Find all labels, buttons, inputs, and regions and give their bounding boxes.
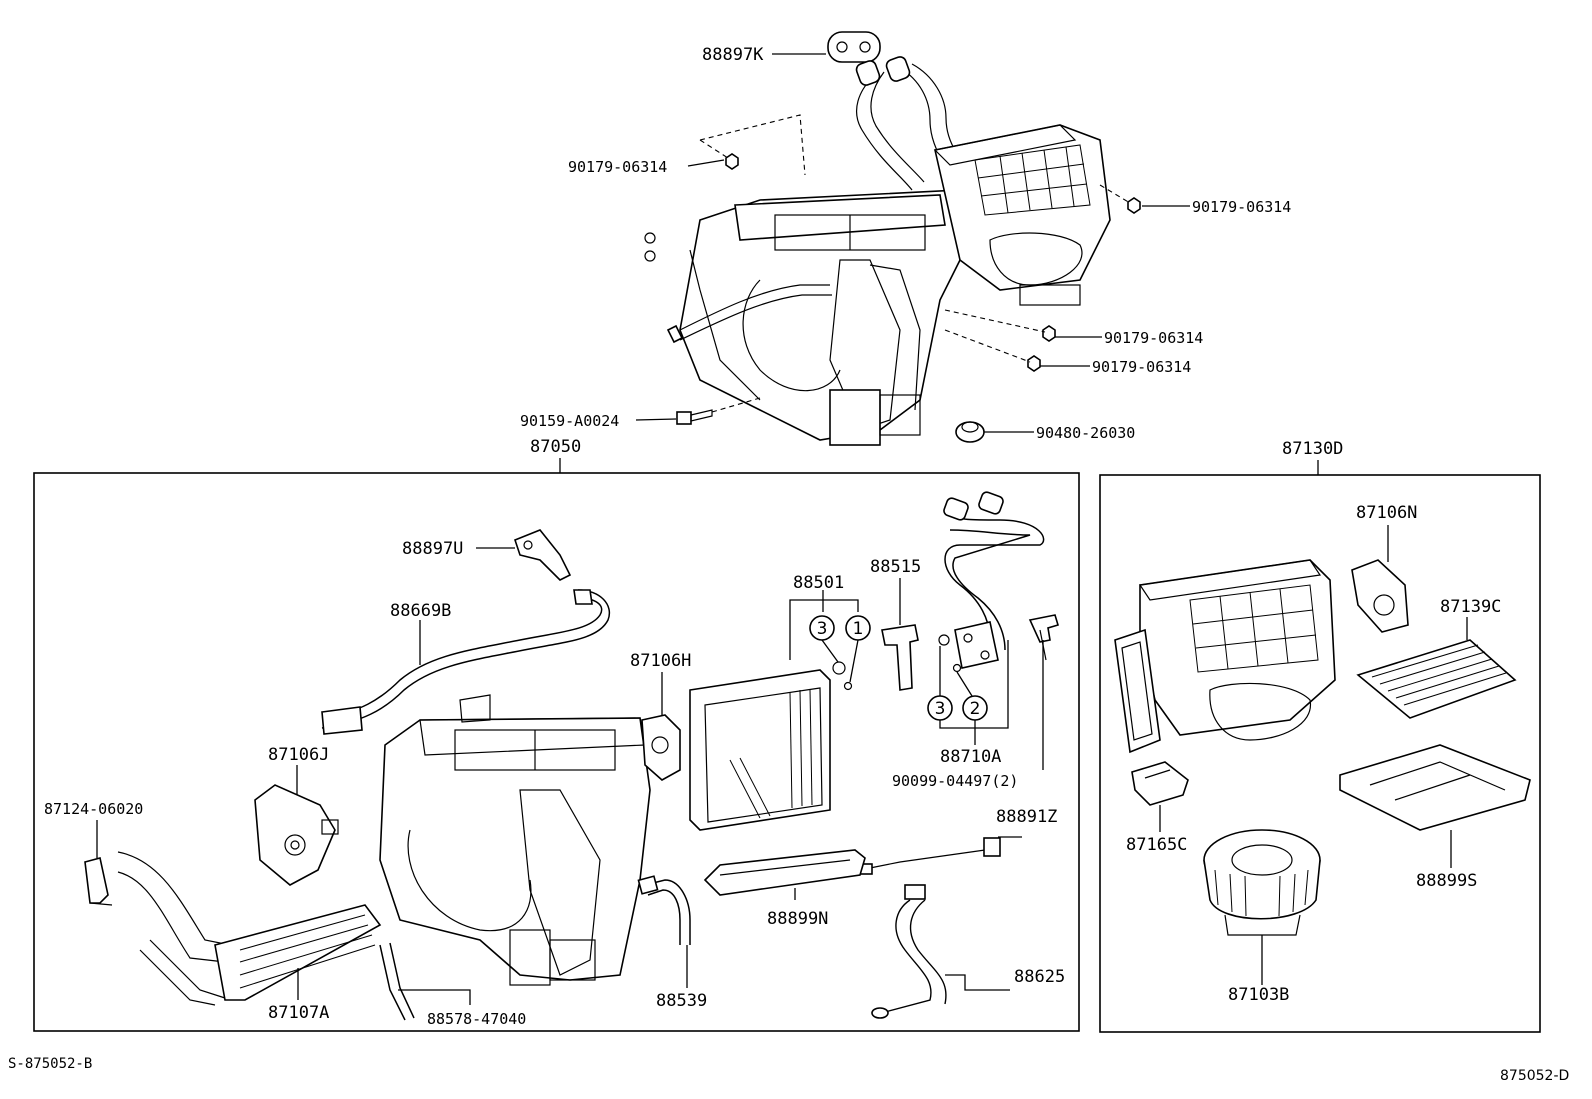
label-88501: 88501 [793,573,844,593]
label-88669b: 88669B [390,601,451,621]
part-labels: 88897K 90179-06314 90179-06314 90179-063… [44,45,1501,1028]
group-87050: 3 1 3 2 [33,458,1080,1032]
hose-88539 [637,875,691,945]
label-87165c: 87165C [1126,835,1187,855]
label-88899n: 88899N [767,909,828,929]
nut-icon [1027,355,1041,372]
circled-number: 1 [853,619,864,639]
sensor-88891z [859,837,1001,875]
filter-87139c [1356,639,1517,719]
label-90099-04497: 90099-04497(2) [892,772,1018,790]
label-87050: 87050 [530,437,581,457]
hose-88669b [321,589,611,735]
circled-3-top: 3 [809,615,835,641]
heater-case [379,694,651,986]
label-90159-a0024: 90159-A0024 [520,412,619,430]
heater-core-87107a [117,851,382,1006]
connector-88897u [514,529,572,581]
circled-number: 2 [970,699,981,719]
resistor-87165c [1131,761,1189,806]
label-90179-06314-a: 90179-06314 [568,158,667,176]
label-88899s: 88899S [1416,871,1477,891]
label-90179-06314-c: 90179-06314 [1104,329,1203,347]
sensor-88625 [871,884,947,1019]
label-88891z: 88891Z [996,807,1057,827]
servo-87106n [1351,559,1409,633]
label-88578-47040: 88578-47040 [427,1010,526,1028]
label-87106h: 87106H [630,651,691,671]
label-88897u: 88897U [402,539,463,559]
nut-icon [725,153,739,170]
label-90179-06314-d: 90179-06314 [1092,358,1191,376]
servo-87106j [254,784,339,886]
label-87139c: 87139C [1440,597,1501,617]
label-87103b: 87103B [1228,985,1289,1005]
footer-left-code: S-875052-B [8,1056,92,1072]
grommet-icon [955,421,985,443]
label-88515: 88515 [870,557,921,577]
footer-right-code: 875052-D [1500,1068,1569,1084]
circled-number: 3 [817,619,828,639]
bolt-90099 [1028,614,1059,661]
blower-motor-87103b [1203,829,1321,936]
label-88710a: 88710A [940,747,1001,767]
circled-1: 1 [845,615,871,641]
label-87107a: 87107A [268,1003,329,1023]
nut-icon [1127,197,1141,214]
expansion-valve-88515 [881,624,919,691]
circled-2: 2 [962,695,988,721]
group-87130d [1099,460,1541,1033]
label-87124-06020: 87124-06020 [44,800,143,818]
label-87130d: 87130D [1282,439,1343,459]
circled-number: 3 [935,699,946,719]
label-87106j: 87106J [268,745,329,765]
blower-case [1114,559,1336,754]
tray-88899s [1339,744,1531,831]
servo-87106h [641,714,681,781]
label-90480-26030: 90480-26030 [1036,424,1135,442]
top-hvac-assembly [635,31,1190,446]
grommet-88897k [827,31,881,63]
label-87106n: 87106N [1356,503,1417,523]
label-88625: 88625 [1014,967,1065,987]
label-88539: 88539 [656,991,707,1011]
screw-icon [676,409,713,425]
tray-88899n [703,849,866,896]
pipe-88710a [943,491,1045,669]
evaporator-88501 [689,669,831,831]
nut-icon [1042,325,1056,342]
label-90179-06314-b: 90179-06314 [1192,198,1291,216]
bracket-87124 [84,857,113,906]
circled-3-bottom: 3 [927,695,953,721]
label-88897k: 88897K [702,45,764,65]
